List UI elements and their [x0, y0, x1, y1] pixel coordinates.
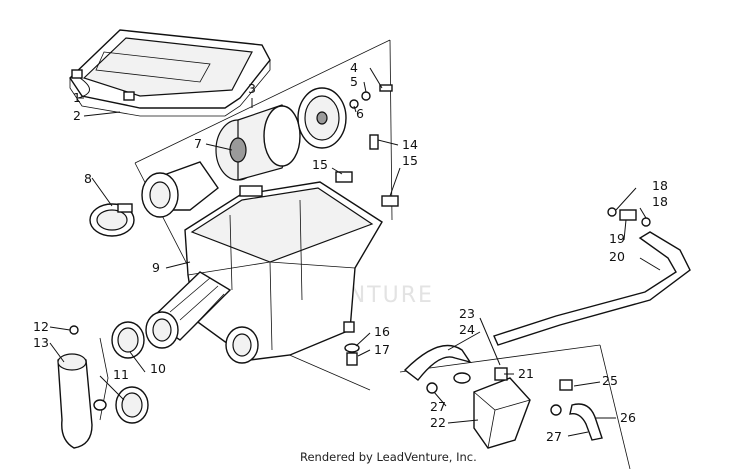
airbox-outlet [225, 326, 259, 364]
callout-6: 6 [356, 106, 364, 121]
spacer-17 [346, 352, 358, 366]
callout-23: 23 [459, 306, 475, 321]
callout-10: 10 [150, 361, 166, 376]
callout-9: 9 [152, 260, 160, 275]
callout-16: 16 [374, 324, 390, 339]
callout-25: 25 [602, 373, 618, 388]
callout-20: 20 [609, 249, 625, 264]
hose-26 [569, 403, 603, 441]
clamp-18a [607, 207, 617, 217]
callout-19: 19 [609, 231, 625, 246]
callout-1: 1 [73, 90, 81, 105]
clip-15b [381, 195, 399, 207]
callout-7: 7 [194, 136, 202, 151]
callout-27a: 27 [430, 399, 446, 414]
screw-12 [69, 325, 79, 335]
callout-18a: 18 [652, 178, 668, 193]
callout-26: 26 [620, 410, 636, 425]
air-filter-element [297, 87, 347, 149]
hose-clamp-10 [111, 321, 145, 359]
callout-14: 14 [402, 137, 418, 152]
inlet-boot [57, 353, 107, 449]
callout-11: 11 [113, 367, 129, 382]
callout-5: 5 [350, 74, 358, 89]
hose-24 [403, 344, 472, 381]
grommet-16 [344, 343, 360, 353]
callout-18b: 18 [652, 194, 668, 209]
callout-24: 24 [459, 322, 475, 337]
callout-17: 17 [374, 342, 390, 357]
clamp-27a [426, 382, 438, 394]
callout-13: 13 [33, 335, 49, 350]
callout-27b: 27 [546, 429, 562, 444]
hose-clamp-11 [115, 386, 149, 424]
leader-lines [49, 67, 661, 437]
callout-12: 12 [33, 319, 49, 334]
callout-15b: 15 [402, 153, 418, 168]
hose-group-bracket [399, 344, 631, 469]
callout-21: 21 [518, 366, 534, 381]
bolt-14 [369, 134, 379, 150]
bolt-4 [379, 84, 393, 92]
clamp-27b [550, 404, 562, 416]
clamp-23 [453, 372, 471, 384]
airbox-lid [69, 29, 271, 117]
foam-prefilter [215, 104, 301, 181]
hose-clamp-large [89, 203, 135, 237]
washer-5 [361, 91, 371, 101]
callout-labels: 1 2 3 4 5 6 7 8 9 10 11 12 13 14 15 15 1… [33, 60, 668, 444]
clip-15a [335, 171, 353, 183]
airbox-body [184, 181, 383, 361]
callout-15a: 15 [312, 157, 328, 172]
intake-duct [145, 271, 232, 349]
callout-4: 4 [350, 60, 358, 75]
callout-8: 8 [84, 171, 92, 186]
fitting-19 [619, 209, 637, 221]
fitting-25 [559, 379, 573, 391]
callout-22: 22 [430, 415, 446, 430]
washer-6 [349, 99, 359, 109]
breather-hose [493, 231, 691, 346]
callout-3: 3 [248, 81, 256, 96]
catch-can [473, 367, 531, 449]
clamp-18b [641, 217, 651, 227]
filter-cage [141, 161, 219, 218]
footer-credit: Rendered by LeadVenture, Inc. [300, 450, 477, 464]
callout-2: 2 [73, 108, 81, 123]
